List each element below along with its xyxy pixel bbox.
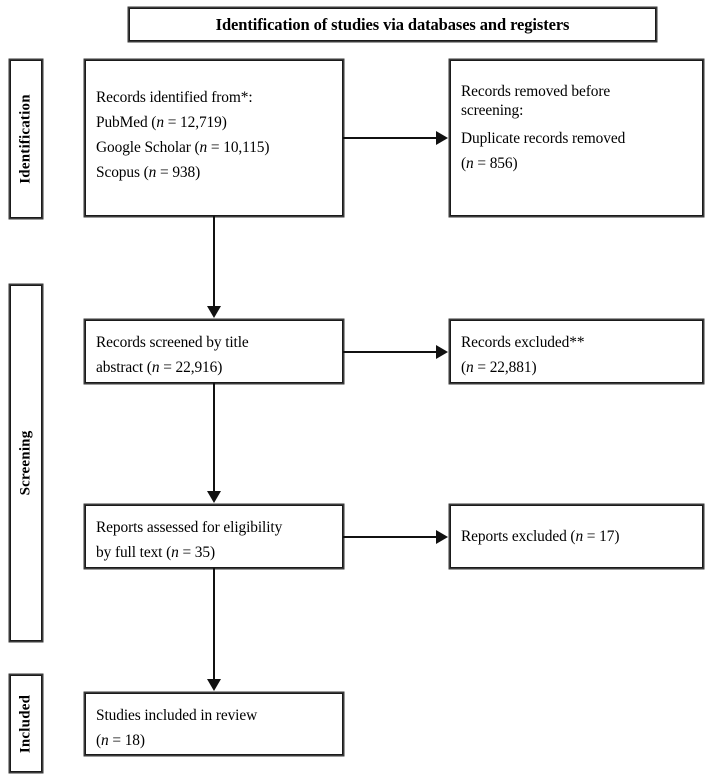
box-records-removed: Records removed before screening: Duplic… [450, 60, 703, 216]
arrow-right-icon-identified-to-removed [436, 131, 448, 145]
stage-label-screening-text: Screening [17, 430, 34, 496]
records-removed-line-2: screening: [461, 102, 524, 119]
box-records-identified: Records identified from*: PubMed (n = 12… [85, 60, 343, 216]
records-identified-line-google-scholar: Google Scholar (n = 10,115) [96, 139, 270, 156]
records-excluded-line-1: Records excluded** [461, 334, 585, 351]
box-reports-assessed-eligibility: Reports assessed for eligibility by full… [85, 505, 343, 568]
box-records-screened: Records screened by title abstract (n = … [85, 320, 343, 383]
stage-label-screening: Screening [10, 285, 42, 641]
records-removed-line-3: Duplicate records removed [461, 130, 626, 147]
connector-eligibility-to-reports-excluded [343, 536, 438, 538]
records-identified-line-scopus: Scopus (n = 938) [96, 164, 201, 181]
connector-screened-to-eligibility [213, 383, 215, 493]
arrow-down-icon-screened-to-eligibility [207, 491, 221, 503]
stage-label-included: Included [10, 675, 42, 772]
connector-identified-to-screened [213, 216, 215, 308]
reports-excluded-line-1: Reports excluded (n = 17) [461, 528, 620, 545]
box-reports-excluded: Reports excluded (n = 17) [450, 505, 703, 568]
stage-label-identification-text: Identification [17, 94, 34, 184]
records-screened-line-count: abstract (n = 22,916) [96, 359, 223, 376]
connector-identified-to-removed [343, 137, 438, 139]
records-removed-line-count: (n = 856) [461, 155, 518, 172]
connector-screened-to-records-excluded [343, 351, 438, 353]
stage-label-included-text: Included [17, 694, 34, 753]
box-studies-included: Studies included in review (n = 18) [85, 693, 343, 755]
stage-label-identification: Identification [10, 60, 42, 218]
records-removed-line-1: Records removed before [461, 83, 611, 100]
records-identified-line-pubmed: PubMed (n = 12,719) [96, 114, 227, 131]
studies-included-line-count: (n = 18) [96, 732, 145, 749]
records-identified-line-1: Records identified from*: [96, 89, 253, 106]
eligibility-line-1: Reports assessed for eligibility [96, 519, 283, 536]
arrow-down-icon-eligibility-to-included [207, 679, 221, 691]
arrow-right-icon-eligibility-to-reports-excluded [436, 530, 448, 544]
box-records-excluded: Records excluded** (n = 22,881) [450, 320, 703, 383]
diagram-title-box: Identification of studies via databases … [129, 8, 656, 41]
diagram-title: Identification of studies via databases … [215, 14, 570, 34]
eligibility-line-count: by full text (n = 35) [96, 544, 216, 561]
records-screened-line-1: Records screened by title [96, 334, 249, 351]
connector-eligibility-to-included [213, 568, 215, 681]
arrow-right-icon-screened-to-records-excluded [436, 345, 448, 359]
records-excluded-line-count: (n = 22,881) [461, 359, 537, 376]
arrow-down-icon-identified-to-screened [207, 306, 221, 318]
studies-included-line-1: Studies included in review [96, 707, 258, 724]
